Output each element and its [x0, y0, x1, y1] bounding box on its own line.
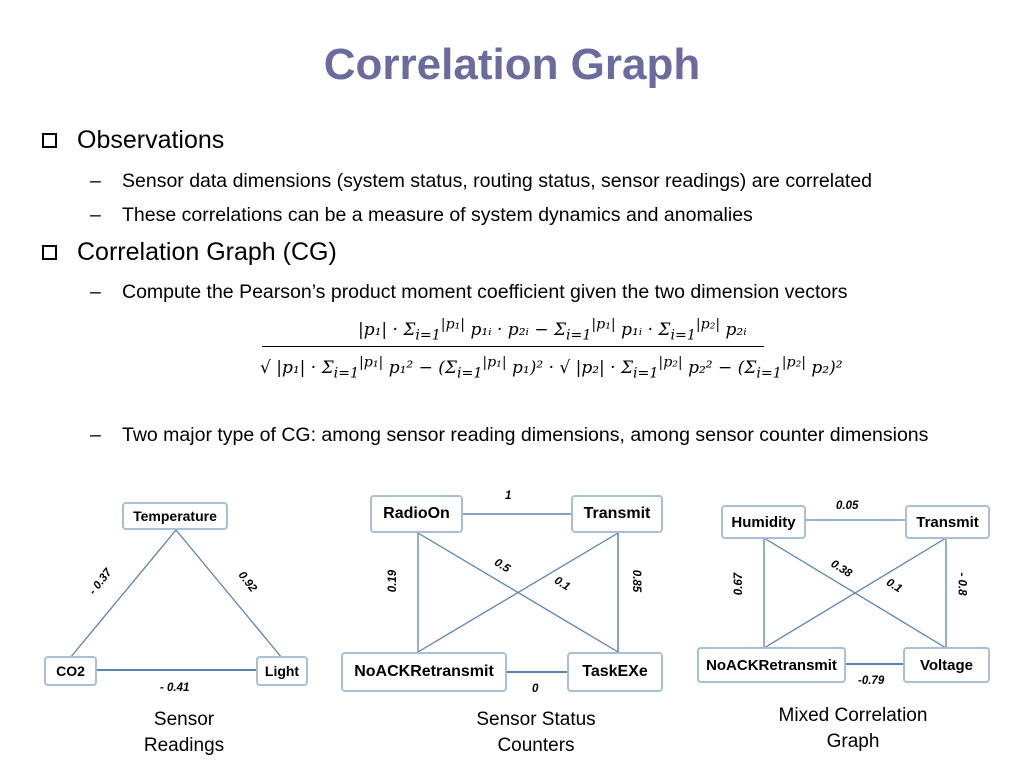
caption-line: Counters: [497, 735, 575, 756]
sub-bullet: –These correlations can be a measure of …: [90, 202, 990, 228]
node-voltage: Voltage: [903, 647, 990, 683]
caption-line: Graph: [826, 731, 880, 752]
edge-label: -0.79: [858, 675, 885, 687]
sub-bullet-text: Two major type of CG: among sensor readi…: [122, 424, 929, 446]
graph-caption: Sensor Readings: [110, 707, 258, 759]
sub-bullet: –Compute the Pearson’s product moment co…: [90, 279, 990, 305]
bullet-observations: Observations: [42, 126, 224, 155]
caption-line: Sensor: [153, 709, 215, 730]
square-bullet-icon: [42, 133, 57, 148]
edge-label: 0: [532, 683, 539, 695]
node-transmit: Transmit: [571, 495, 663, 533]
graph-caption: Sensor Status Counters: [450, 707, 622, 759]
caption-line: Sensor Status: [476, 709, 596, 730]
edge-temperature-co2: [69, 529, 177, 659]
edge-label: - 0.41: [160, 682, 190, 694]
edge-transmit-noack: [763, 537, 947, 649]
node-transmit: Transmit: [905, 505, 990, 539]
pearson-formula: |p₁| · Σi=1|p₁| p₁ᵢ · p₂ᵢ − Σi=1|p₁| p₁ᵢ…: [260, 316, 843, 382]
slide-title: Correlation Graph: [323, 40, 701, 89]
square-bullet-icon: [42, 245, 57, 260]
bullet-correlation-graph: Correlation Graph (CG): [42, 238, 337, 267]
dash-bullet: –: [90, 424, 101, 446]
dash-bullet: –: [90, 204, 101, 226]
dash-bullet: –: [90, 281, 101, 303]
node-radioon: RadioOn: [370, 495, 463, 533]
node-temperature: Temperature: [122, 502, 228, 530]
sub-bullet: –Two major type of CG: among sensor read…: [90, 422, 990, 448]
caption-line: Readings: [143, 735, 225, 756]
node-taskexe: TaskEXe: [567, 652, 663, 692]
edge-label: 1: [505, 490, 512, 502]
edge-transmit-noack: [417, 532, 619, 653]
node-co2: CO2: [44, 656, 97, 686]
dash-bullet: –: [90, 170, 101, 192]
node-noackretransmit: NoACKRetransmit: [697, 647, 846, 683]
sub-bullet-text: These correlations can be a measure of s…: [122, 204, 753, 226]
node-noackretransmit: NoACKRetransmit: [341, 652, 507, 692]
edge-temperature-light: [175, 529, 283, 659]
sub-bullet-text: Sensor data dimensions (system status, r…: [122, 170, 873, 192]
caption-line: Mixed Correlation: [778, 705, 928, 726]
edge-label: 0.67: [733, 572, 746, 596]
sub-bullet-text: Compute the Pearson’s product moment coe…: [122, 281, 848, 303]
edge-label: 0.05: [836, 500, 859, 512]
edge-label: - 0.8: [955, 572, 968, 596]
graph-caption: Mixed Correlation Graph: [758, 703, 948, 755]
sub-bullet: –Sensor data dimensions (system status, …: [90, 168, 990, 194]
node-humidity: Humidity: [721, 505, 806, 539]
bullet-label: Correlation Graph (CG): [77, 238, 337, 266]
bullet-label: Observations: [77, 126, 225, 154]
node-light: Light: [256, 656, 308, 686]
